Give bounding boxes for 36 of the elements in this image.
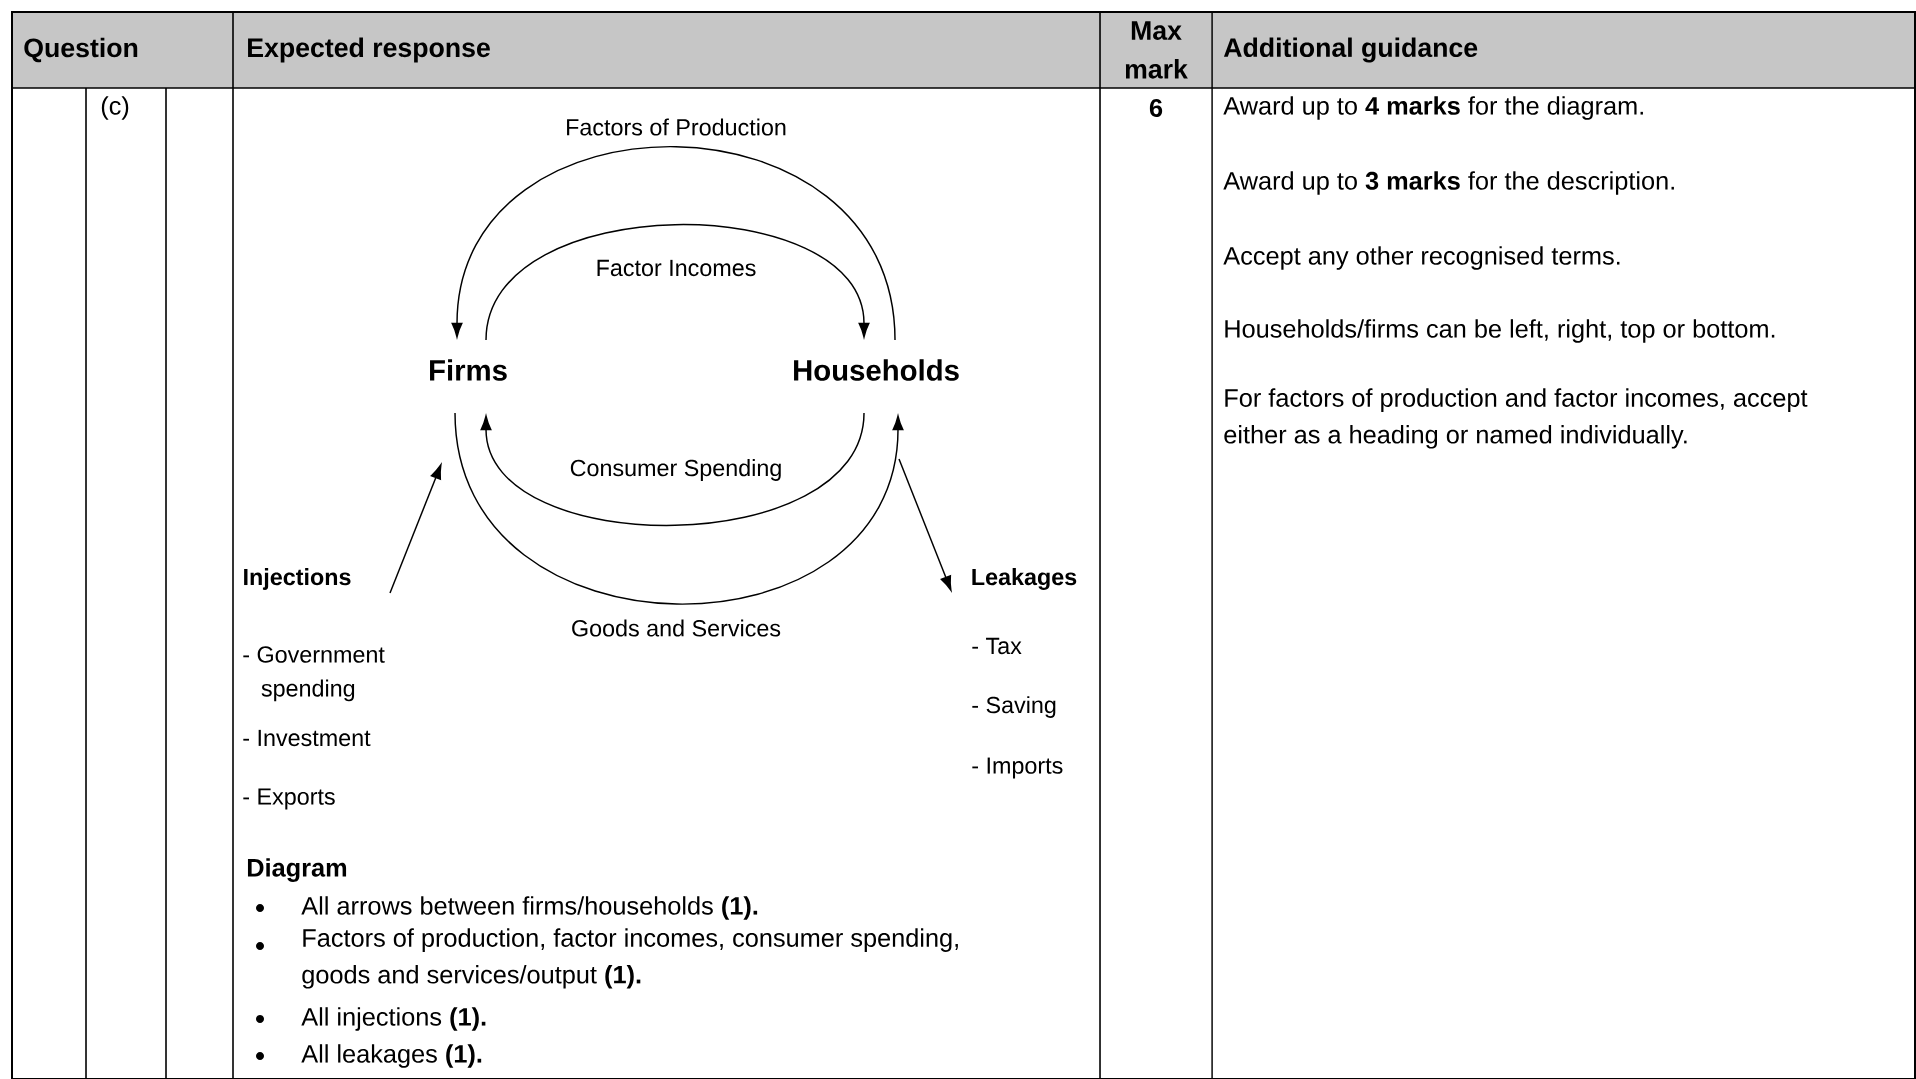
arrow xyxy=(485,223,870,341)
arrow xyxy=(480,412,865,527)
flow-label: Households xyxy=(794,359,959,381)
leakage-item: - Tax xyxy=(972,637,1022,655)
column-header: Additional guidance xyxy=(1223,37,1478,63)
mark-value: 6 xyxy=(1149,99,1163,117)
question-part: (c) xyxy=(101,96,129,120)
column-header: Expected response xyxy=(248,37,490,63)
edge-label: Goods and Services xyxy=(572,619,781,637)
section-heading: Diagram xyxy=(247,858,347,882)
injection-item: - Government spending xyxy=(243,646,385,702)
column-header: Question xyxy=(24,37,138,63)
guidance-text: Households/firms can be left, right, top or bottom. xyxy=(1225,319,1775,343)
leakage-item: - Imports xyxy=(972,757,1063,779)
flow-label: Firms xyxy=(430,359,507,381)
bullet-item: All leakages (1). xyxy=(256,1044,482,1068)
bullet-item: Factors of production, factor incomes, consumer spending, goods and services/output (1). xyxy=(256,928,958,989)
guidance-text: For factors of production and factor incomes, accept either as a heading or named individually. xyxy=(1224,388,1808,449)
bullet-item: All injections (1). xyxy=(256,1007,486,1031)
leakage-item: - Saving xyxy=(972,696,1056,718)
bullet-item: All arrows between firms/households (1). xyxy=(256,896,758,920)
guidance-text: Award up to 3 marks for the description. xyxy=(1223,171,1674,195)
arrow xyxy=(389,464,442,594)
arrow xyxy=(454,412,904,605)
injection-item: - Investment xyxy=(243,729,371,747)
injection-item: - Exports xyxy=(243,788,335,810)
edge-label: Factors of Production xyxy=(567,118,786,136)
arrow xyxy=(898,458,952,591)
edge-label: Factor Incomes xyxy=(597,259,756,277)
flow-label: Injections xyxy=(244,568,351,590)
column-header: Max mark xyxy=(1125,21,1188,79)
guidance-text: Accept any other recognised terms. xyxy=(1223,246,1620,270)
edge-label: Consumer Spending xyxy=(570,459,781,481)
guidance-text: Award up to 4 marks for the diagram. xyxy=(1223,96,1643,120)
arrow xyxy=(451,145,896,341)
flow-label: Leakages xyxy=(972,568,1077,590)
